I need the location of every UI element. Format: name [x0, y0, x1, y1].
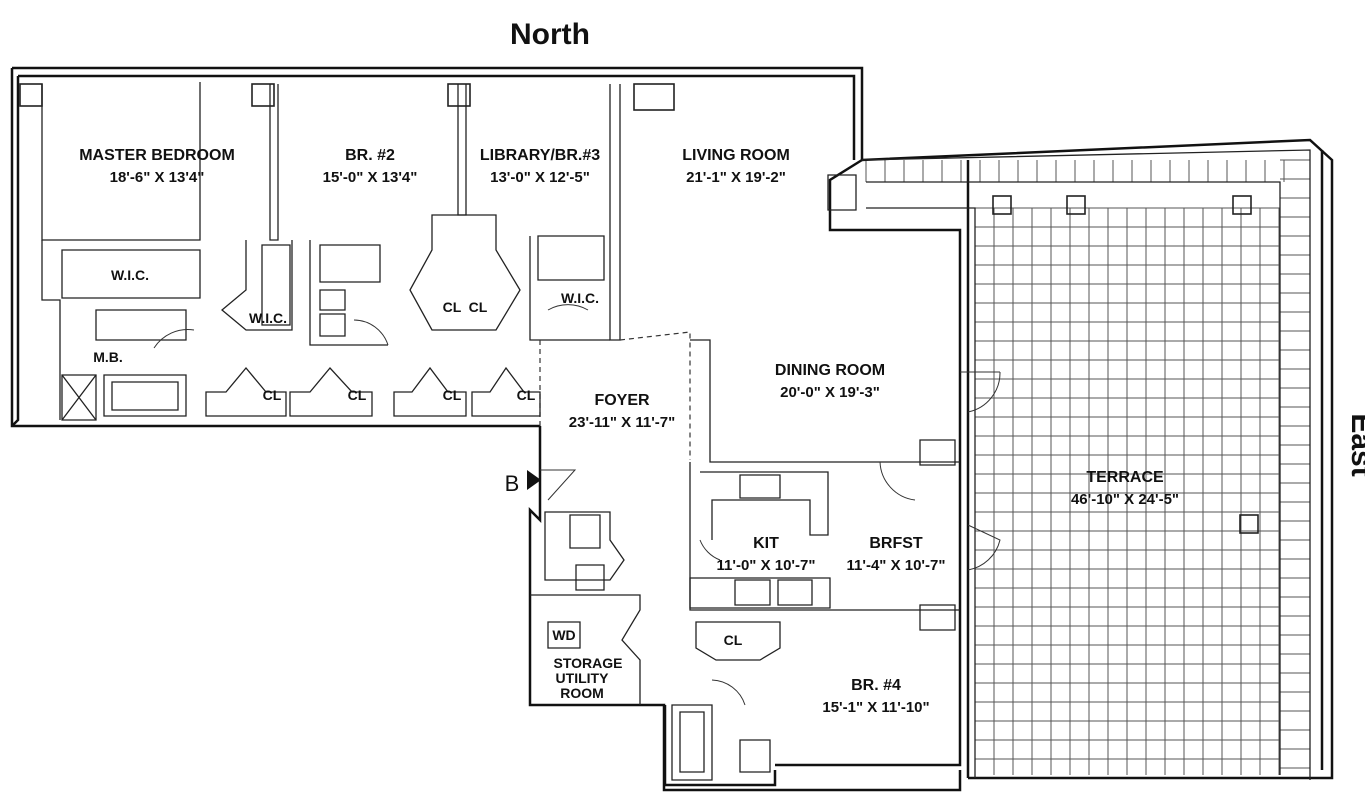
dining-room-dim: 20'-0" X 19'-3"	[780, 384, 880, 401]
cl-label-1: CL	[263, 387, 282, 403]
storage-line-3: ROOM	[560, 685, 604, 701]
entry-marker-label: B	[505, 471, 520, 496]
wd-label: WD	[552, 627, 575, 643]
storage-line-2: UTILITY	[556, 670, 610, 686]
door-swings	[153, 304, 1001, 706]
kit-dim: 11'-0" X 10'-7"	[717, 557, 816, 574]
living-room-name: LIVING ROOM	[682, 147, 790, 164]
living-room-dim: 21'-1" X 19'-2"	[686, 169, 786, 186]
brfst-dim: 11'-4" X 10'-7"	[847, 557, 946, 574]
master-bedroom-dim: 18'-6" X 13'4"	[110, 169, 205, 186]
brfst-name: BRFST	[869, 535, 923, 552]
cl-label-4: CL	[517, 387, 536, 403]
library-dim: 13'-0" X 12'-5"	[490, 169, 590, 186]
wic-label-library: W.I.C.	[561, 290, 599, 306]
columns	[19, 83, 1259, 534]
mb-label: M.B.	[93, 349, 123, 365]
kit-name: KIT	[753, 535, 779, 552]
terrace-tile-grid	[865, 159, 1310, 775]
master-bedroom-name: MASTER BEDROOM	[79, 147, 235, 164]
terrace-border	[861, 149, 1311, 780]
foyer-dim: 23'-11" X 11'-7"	[569, 414, 675, 431]
terrace-name: TERRACE	[1086, 469, 1164, 486]
cl-label-5: CL	[443, 299, 462, 315]
wic-label-master: W.I.C.	[111, 267, 149, 283]
cl-label-2: CL	[348, 387, 367, 403]
br4-dim: 15'-1" X 11'-10"	[822, 699, 929, 716]
library-name: LIBRARY/BR.#3	[480, 147, 600, 164]
br2-dim: 15'-0" X 13'4"	[323, 169, 418, 186]
entry-arrow-icon	[527, 470, 541, 490]
cl-label-6: CL	[469, 299, 488, 315]
outer-walls	[10, 66, 1334, 792]
foyer-name: FOYER	[594, 392, 650, 409]
dining-room-name: DINING ROOM	[775, 362, 885, 379]
closet-doors	[205, 366, 541, 417]
cl-label-3: CL	[443, 387, 462, 403]
east-label: East	[1345, 413, 1365, 476]
br2-name: BR. #2	[345, 147, 395, 164]
interior-walls	[41, 82, 960, 781]
wic-label-br2: W.I.C.	[249, 310, 287, 326]
north-label: North	[510, 18, 590, 51]
terrace-dim: 46'-10" X 24'-5"	[1071, 491, 1179, 508]
cl-label-7: CL	[724, 632, 743, 648]
storage-line-1: STORAGE	[554, 655, 623, 671]
br4-name: BR. #4	[851, 677, 901, 694]
